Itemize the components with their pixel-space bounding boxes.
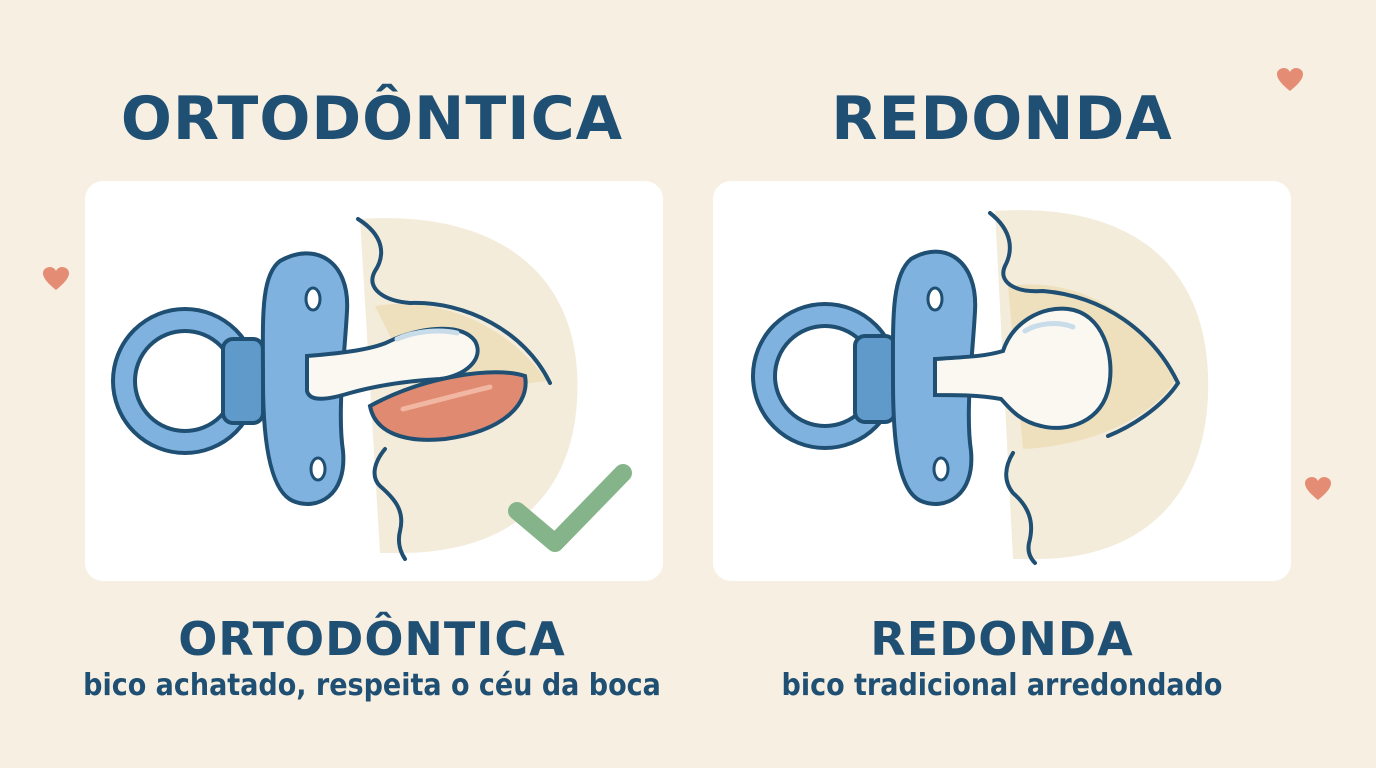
caption-ortodontica: ORTODÔNTICA bico achatado, respeita o cé… (22, 612, 722, 706)
ring-hole (133, 329, 237, 433)
panel-ortodontica (85, 181, 663, 581)
round-pacifier-illustration (751, 210, 1209, 565)
face-profile (356, 217, 552, 561)
title-redonda: REDONDA (831, 84, 1173, 154)
pacifier-hub (853, 334, 897, 424)
caption-redonda: REDONDA bico tradicional arredondado (652, 612, 1352, 706)
round-nipple (933, 306, 1113, 430)
tongue-highlight (400, 384, 493, 412)
orthodontic-pacifier-illustration (111, 217, 632, 561)
flat-nipple (305, 326, 480, 401)
shield-vent-top (304, 286, 322, 312)
caption-title: REDONDA (870, 612, 1134, 666)
shield-vent-bottom (309, 456, 327, 482)
title-ortodontica: ORTODÔNTICA (120, 84, 624, 154)
shield-vent-bottom (932, 456, 950, 482)
heart-icon (1305, 477, 1331, 500)
nipple-highlight (1022, 321, 1076, 334)
shield-vent-top (926, 286, 944, 312)
nipple-highlight (394, 328, 460, 342)
face-profile (988, 211, 1181, 565)
heart-icon (1277, 68, 1303, 91)
caption-description: bico tradicional arredondado (781, 668, 1223, 703)
caption-title: ORTODÔNTICA (178, 612, 566, 666)
pacifier-shield (260, 251, 350, 506)
caption-description: bico achatado, respeita o céu da boca (83, 668, 661, 703)
pacifier-hub (221, 337, 265, 425)
checkmark-icon (508, 464, 632, 552)
panel-redonda (713, 181, 1291, 581)
heart-icon (43, 267, 69, 290)
